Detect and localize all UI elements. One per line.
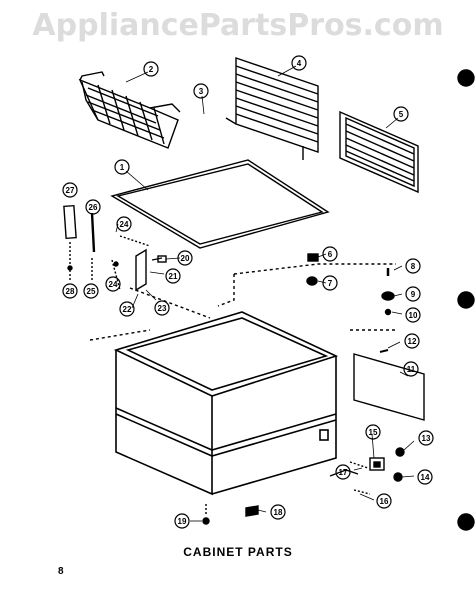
rear-panel <box>339 110 419 194</box>
divider-panel <box>225 57 319 160</box>
callout-12: 12 <box>408 337 417 346</box>
callout-22: 22 <box>123 305 132 314</box>
basket <box>78 71 181 149</box>
lid-gasket <box>110 159 330 249</box>
hole-punch-bottom <box>457 513 475 531</box>
dashed-guide-front <box>89 329 151 341</box>
hole-punch-middle <box>457 291 475 309</box>
callout-5: 5 <box>399 110 404 119</box>
callout-27: 27 <box>66 186 75 195</box>
dashed-guide-hinge <box>129 287 211 319</box>
thermostat-parts <box>329 447 405 495</box>
callout-21: 21 <box>169 272 178 281</box>
callout-14: 14 <box>421 473 430 482</box>
callout-16: 16 <box>380 497 389 506</box>
bottom-hardware <box>202 504 259 525</box>
screws <box>306 253 395 353</box>
callout-4: 4 <box>297 59 302 68</box>
callout-23: 23 <box>158 304 167 313</box>
part-callouts <box>62 55 434 529</box>
callout-1: 1 <box>120 163 125 172</box>
callout-6: 6 <box>328 250 333 259</box>
dashed-guide-lid <box>233 263 396 275</box>
callout-11: 11 <box>407 365 416 374</box>
callout-8: 8 <box>411 262 416 271</box>
callout-13: 13 <box>422 434 431 443</box>
side-panel <box>353 353 425 421</box>
dashed-guide-screws <box>217 274 235 307</box>
hinge-parts <box>63 204 96 282</box>
callout-7: 7 <box>328 279 333 288</box>
callout-9: 9 <box>411 290 416 299</box>
hole-punch-top <box>457 69 475 87</box>
callout-24-upper: 24 <box>120 220 129 229</box>
callout-20: 20 <box>181 254 190 263</box>
diagram-title: CABINET PARTS <box>183 545 293 559</box>
callout-19: 19 <box>178 517 187 526</box>
page-number: 8 <box>58 566 64 577</box>
callout-28: 28 <box>66 287 75 296</box>
callout-17: 17 <box>339 468 348 477</box>
callout-25: 25 <box>87 287 96 296</box>
cabinet-body <box>113 311 339 496</box>
callout-15: 15 <box>369 428 378 437</box>
callout-24-lower: 24 <box>109 280 118 289</box>
callout-18: 18 <box>274 508 283 517</box>
watermark: AppliancePartsPros.com <box>32 8 444 43</box>
callout-26: 26 <box>89 203 98 212</box>
callout-2: 2 <box>149 65 154 74</box>
callout-3: 3 <box>199 87 204 96</box>
callout-10: 10 <box>409 311 418 320</box>
